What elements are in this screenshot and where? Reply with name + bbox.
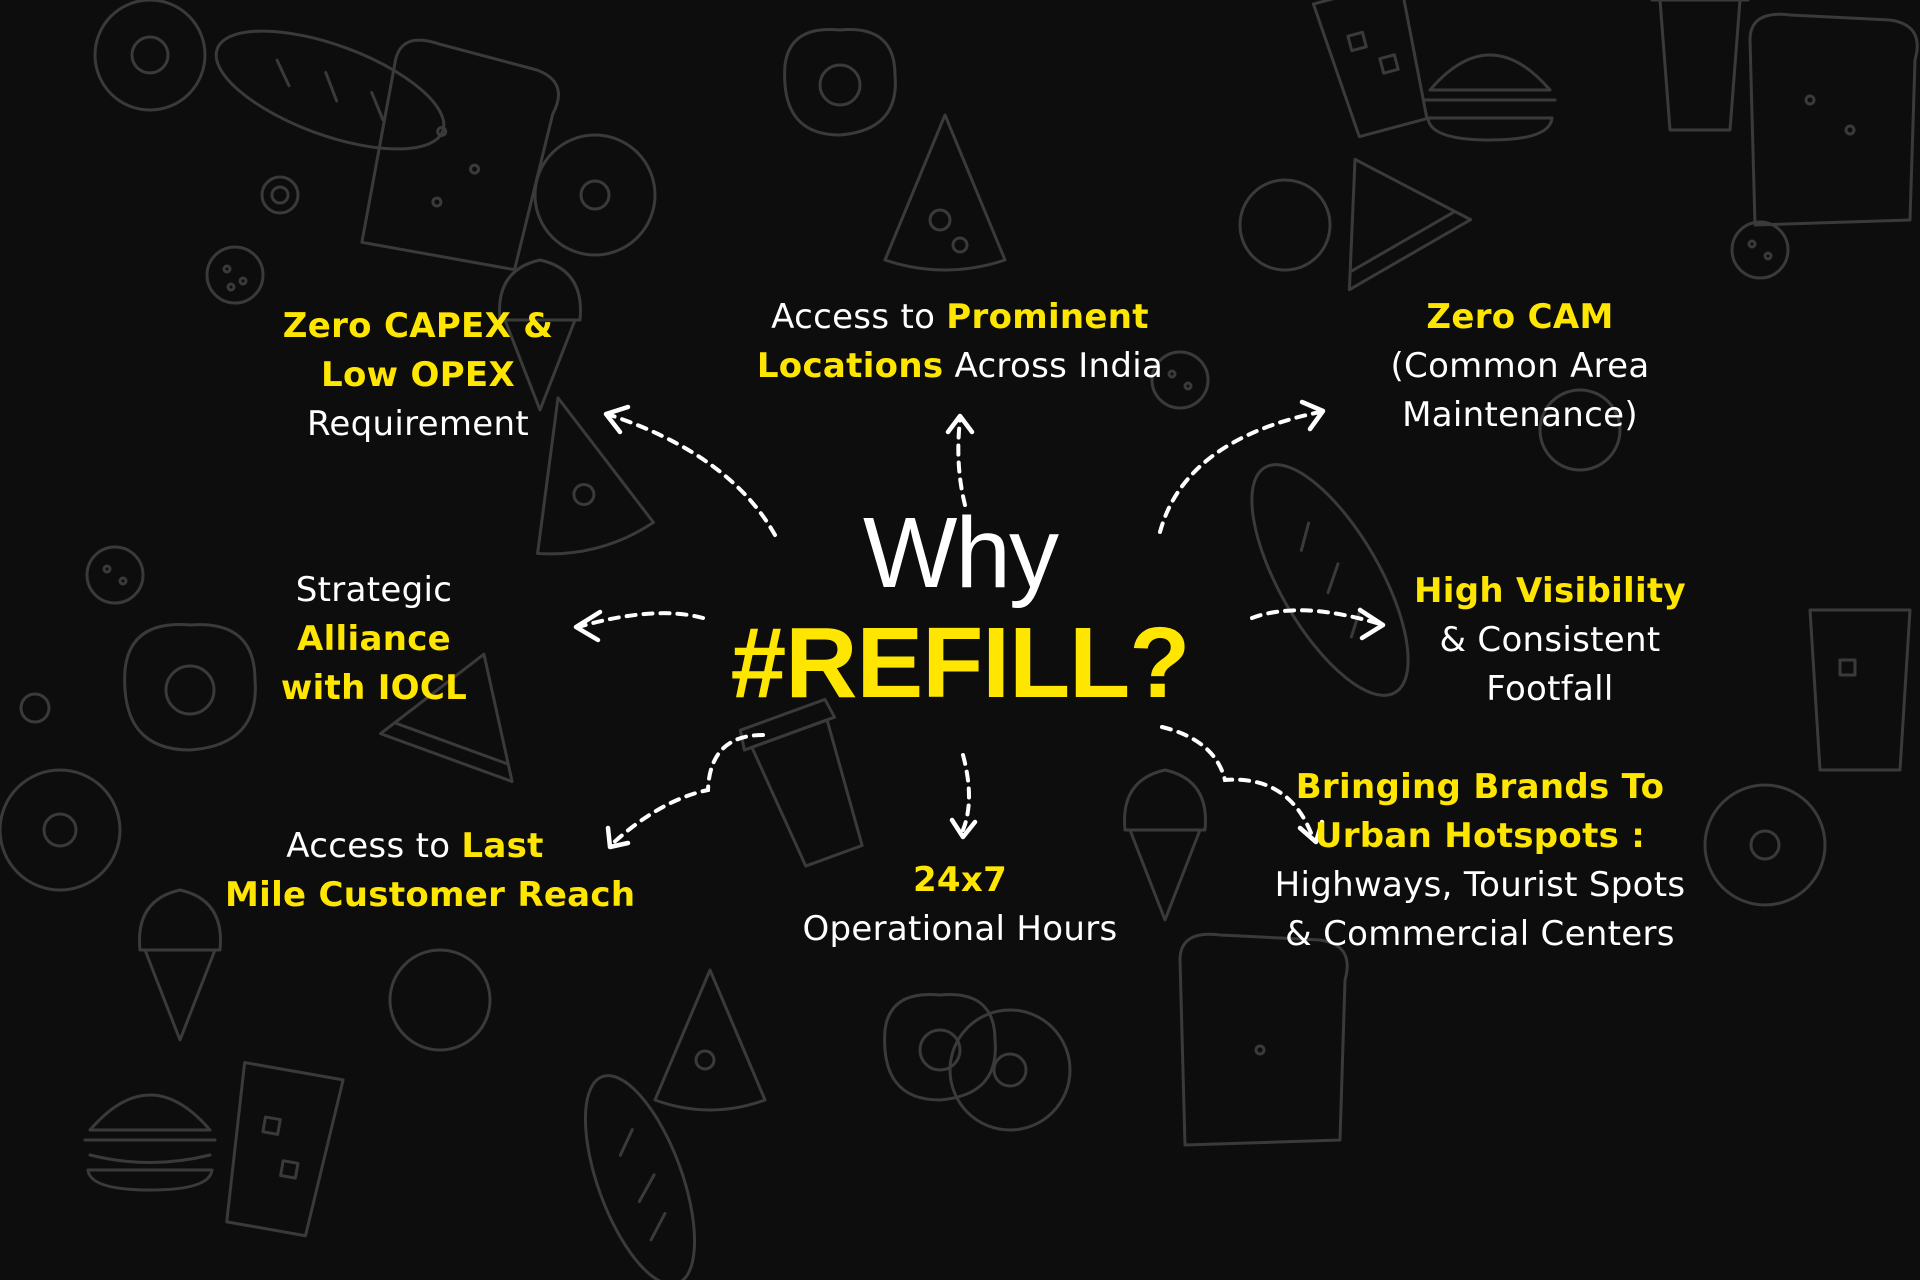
arrow-to-locations	[945, 413, 975, 507]
benefit-cam: Zero CAM (Common Area Maintenance)	[1370, 293, 1670, 440]
benefit-cam-title: Zero CAM	[1426, 297, 1614, 337]
cookie-icon	[1730, 220, 1790, 280]
pizza-slice-icon	[653, 968, 767, 1112]
bread-icon	[583, 1074, 697, 1280]
benefit-visibility: High Visibility & Consistent Footfall	[1410, 567, 1690, 714]
pizza-slice-icon	[883, 113, 1007, 272]
headline-why: Why	[863, 497, 1059, 609]
benefit-lastmile: Access to Last Mile Customer Reach	[225, 822, 636, 920]
cookie-icon	[85, 545, 145, 605]
benefit-lastmile-pre: Access to	[286, 826, 462, 866]
benefit-lastmile-highlight2: Mile Customer Reach	[225, 875, 636, 915]
benefit-visibility-desc-line1: & Consistent	[1439, 620, 1661, 660]
benefit-locations-highlight2: Locations	[756, 346, 944, 386]
arrow-to-hours	[949, 753, 978, 840]
benefit-capex-desc: Requirement	[307, 404, 529, 444]
ring-icon	[1538, 388, 1622, 472]
burger-icon	[1423, 53, 1557, 142]
arrow-to-capex	[603, 404, 777, 537]
benefit-locations-highlight1: Prominent	[946, 297, 1149, 337]
benefit-locations-pre: Access to	[771, 297, 947, 337]
benefit-alliance-title-line1: Alliance	[296, 619, 452, 659]
cup-icon	[225, 1061, 345, 1238]
arrow-to-visibility	[1250, 607, 1386, 641]
ice-cream-icon	[1123, 768, 1207, 922]
benefit-alliance: Strategic Alliance with IOCL	[244, 566, 504, 713]
benefit-hotspots-desc-line1: Highways, Tourist Spots	[1274, 865, 1686, 905]
benefit-capex-title-line1: Zero CAPEX &	[282, 306, 554, 346]
coffee-cup-icon	[1650, 0, 1750, 132]
benefit-locations: Access to Prominent Locations Across Ind…	[740, 293, 1180, 391]
donut-icon	[1703, 783, 1827, 907]
cup-icon	[1808, 608, 1912, 772]
arrow-to-lastmile	[605, 733, 765, 850]
toast-icon	[360, 38, 560, 272]
arrow-to-hotspots	[1160, 725, 1325, 845]
benefit-hours-title: 24x7	[912, 860, 1008, 900]
ring-icon	[1238, 178, 1332, 272]
benefit-visibility-desc-line2: Footfall	[1486, 669, 1614, 709]
sandwich-icon	[379, 652, 514, 784]
ring-icon	[19, 692, 51, 724]
benefit-hotspots-desc-line2: & Commercial Centers	[1285, 914, 1675, 954]
benefit-visibility-title: High Visibility	[1414, 571, 1686, 611]
egg-icon	[783, 27, 897, 137]
burger-icon	[83, 1093, 217, 1192]
benefit-hotspots-title-line2: Urban Hotspots :	[1314, 816, 1646, 856]
donut-icon	[533, 133, 657, 257]
donut-icon	[948, 1008, 1072, 1132]
toast-icon	[1178, 932, 1349, 1147]
ring-icon	[260, 175, 300, 215]
benefit-locations-post: Across India	[943, 346, 1164, 386]
benefit-cam-desc-line2: Maintenance)	[1402, 395, 1638, 435]
cup-icon	[1311, 0, 1429, 139]
toast-icon	[1748, 12, 1919, 227]
benefit-alliance-title-line2: with IOCL	[280, 668, 468, 708]
bread-icon	[1250, 463, 1410, 697]
benefit-hotspots-title-line1: Bringing Brands To	[1295, 767, 1665, 807]
benefit-lastmile-highlight1: Last	[461, 826, 544, 866]
arrow-to-alliance	[573, 609, 705, 643]
benefit-hours-desc: Operational Hours	[802, 909, 1118, 949]
egg-icon	[123, 623, 257, 752]
benefit-hotspots: Bringing Brands To Urban Hotspots : High…	[1255, 763, 1705, 959]
benefit-alliance-pre: Strategic	[295, 570, 453, 610]
donut-icon	[0, 768, 122, 892]
ice-cream-icon	[138, 888, 222, 1042]
benefit-capex: Zero CAPEX & Low OPEX Requirement	[268, 302, 568, 449]
arrow-to-cam	[1158, 399, 1326, 534]
cookie-icon	[205, 245, 265, 305]
headline-brand: #REFILL?	[730, 607, 1191, 719]
pizza-slice-icon	[536, 396, 655, 556]
benefit-hours: 24x7 Operational Hours	[790, 856, 1130, 954]
benefit-capex-title-line2: Low OPEX	[321, 355, 515, 395]
egg-icon	[883, 992, 997, 1102]
sandwich-icon	[1347, 157, 1473, 292]
ice-cream-icon	[498, 258, 582, 412]
benefit-cam-desc-line1: (Common Area	[1390, 346, 1650, 386]
cookie-icon	[1150, 350, 1210, 410]
ring-icon	[388, 948, 492, 1052]
donut-icon	[93, 0, 207, 112]
